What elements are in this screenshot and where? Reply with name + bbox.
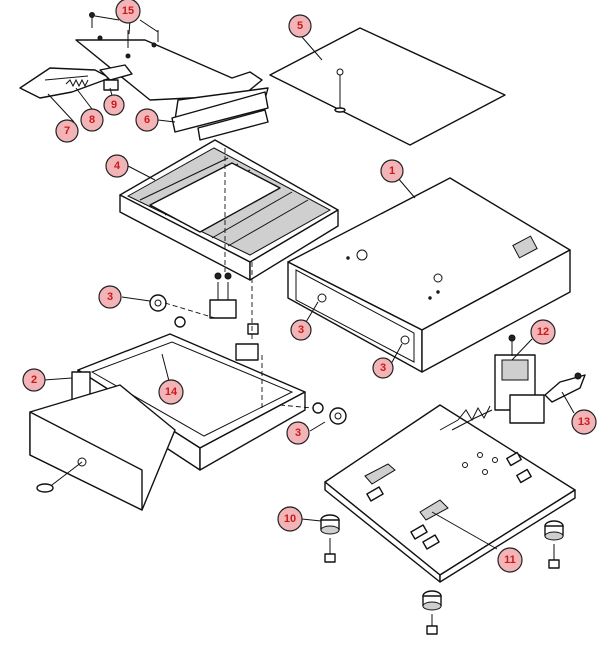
callout-10: 10: [277, 506, 303, 532]
svg-text:4: 4: [114, 160, 121, 172]
drawer-front-panel: [29, 384, 176, 511]
callout-1: 1: [380, 159, 404, 183]
svg-text:10: 10: [284, 513, 296, 525]
svg-text:3: 3: [298, 324, 304, 336]
svg-text:11: 11: [504, 554, 516, 566]
callout-13: 13: [571, 409, 597, 435]
callout-9: 9: [103, 94, 125, 116]
svg-text:3: 3: [295, 427, 301, 439]
callout-6: 6: [135, 108, 159, 132]
part-7-latch: [19, 67, 111, 99]
callout-12: 12: [530, 319, 556, 345]
svg-text:14: 14: [165, 386, 178, 398]
part-1-drawer-housing: [287, 177, 571, 373]
svg-text:9: 9: [111, 99, 117, 111]
part-12-lock-mechanism: [494, 334, 545, 424]
callout-4: 4: [105, 154, 129, 178]
part-9-bracket: [99, 64, 133, 91]
assembly-guide-lines: [164, 148, 313, 409]
callout-15: 15: [115, 0, 141, 24]
part-6-plate: [171, 91, 269, 141]
callout-11: 11: [497, 547, 523, 573]
callout-2: 2: [22, 368, 46, 392]
callout-3: 3: [98, 285, 122, 309]
svg-text:3: 3: [107, 291, 113, 303]
part-8-spring: [65, 78, 89, 88]
part-13-lock-lever: [544, 372, 586, 403]
part-5-cover-sheet: [269, 27, 506, 146]
callout-14: 14: [158, 379, 184, 405]
callout-3: 3: [286, 421, 310, 445]
callout-3: 3: [290, 319, 312, 341]
svg-text:2: 2: [31, 374, 37, 386]
svg-text:8: 8: [89, 114, 95, 126]
callout-3: 3: [372, 357, 394, 379]
callout-5: 5: [288, 14, 312, 38]
svg-text:3: 3: [380, 362, 386, 374]
callout-8: 8: [80, 108, 104, 132]
part-11-clips: [364, 463, 449, 521]
part-10-feet: [320, 514, 564, 635]
svg-text:1: 1: [389, 165, 395, 177]
svg-text:5: 5: [297, 20, 303, 32]
svg-text:6: 6: [144, 114, 150, 126]
part-4-cash-tray: [119, 139, 339, 281]
base-plate: [324, 404, 576, 583]
leader-lines: [43, 15, 575, 550]
svg-text:12: 12: [537, 326, 549, 338]
svg-text:13: 13: [578, 416, 590, 428]
callout-7: 7: [55, 119, 79, 143]
svg-text:7: 7: [64, 125, 70, 137]
svg-text:15: 15: [122, 5, 134, 17]
